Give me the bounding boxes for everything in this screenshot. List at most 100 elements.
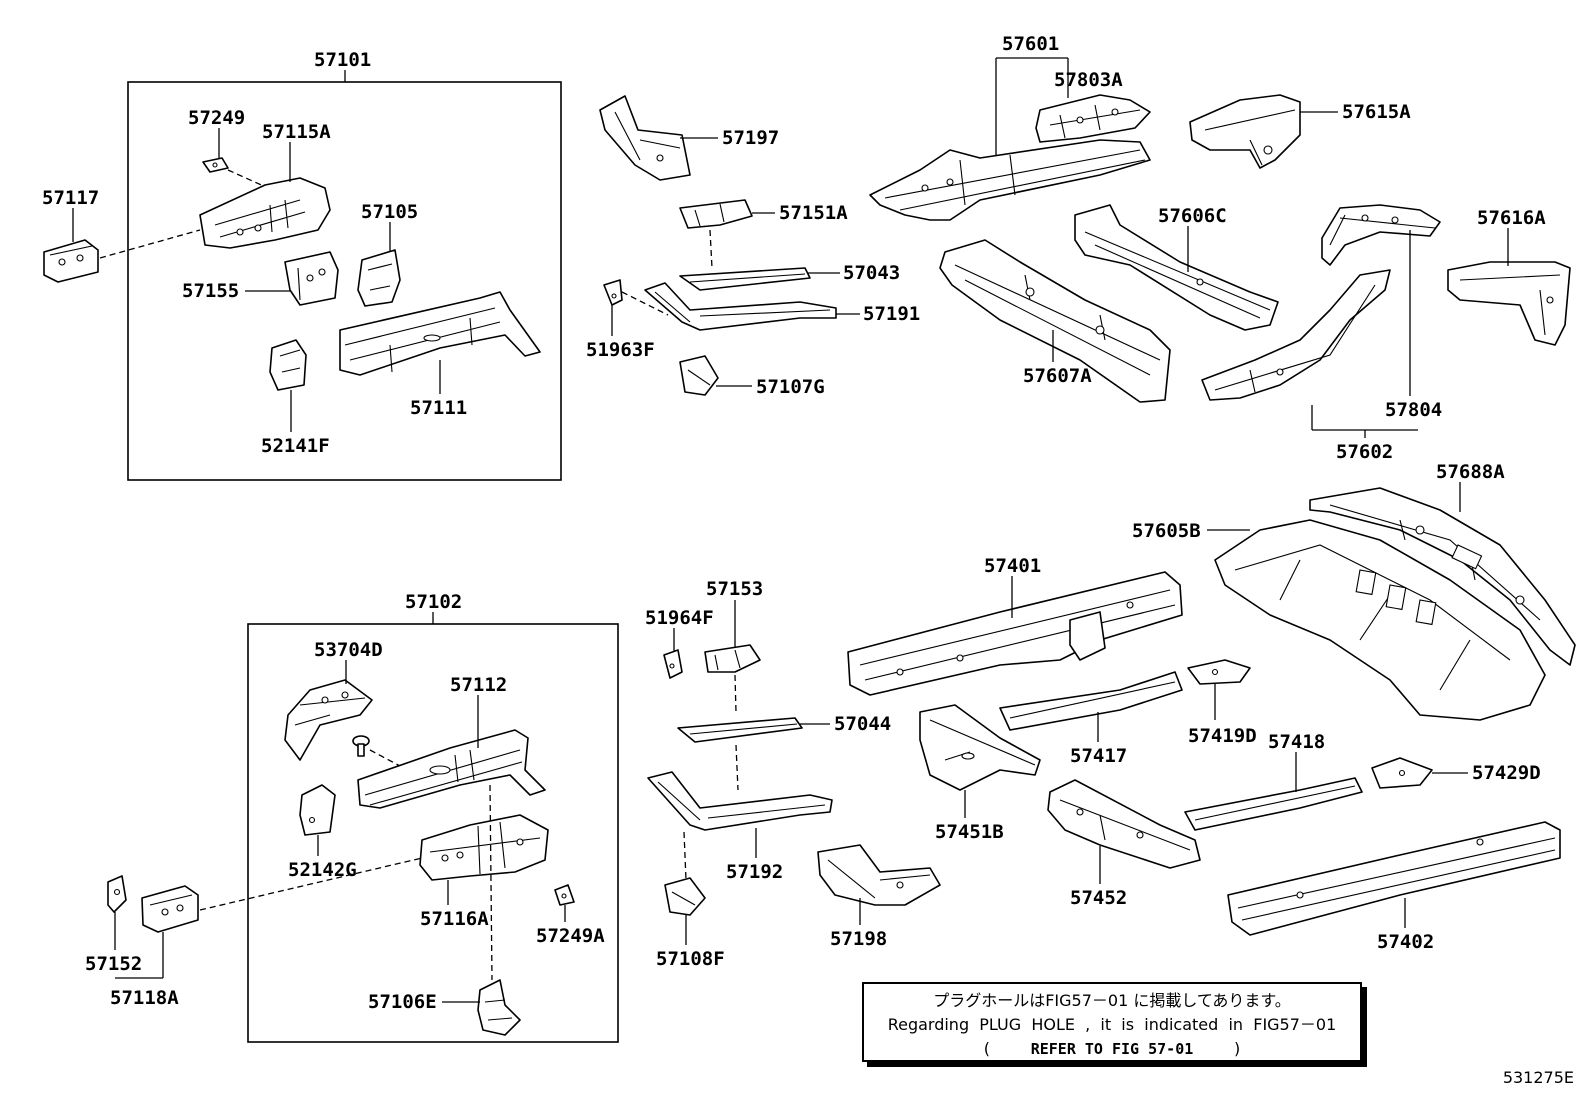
label-52142G: 52142G: [288, 859, 357, 881]
part-57605B: [1214, 519, 1546, 721]
label-57115A: 57115A: [262, 121, 331, 143]
label-51963F: 51963F: [586, 339, 655, 361]
label-57106E: 57106E: [368, 991, 437, 1013]
label-57606C: 57606C: [1158, 205, 1227, 227]
label-57451B: 57451B: [935, 821, 1004, 843]
label-57419D: 57419D: [1188, 725, 1257, 747]
part-57111: [339, 291, 541, 376]
label-57249A: 57249A: [536, 925, 605, 947]
part-57616A: [1447, 261, 1571, 346]
part-57152: [107, 875, 127, 913]
part-57044: [677, 717, 803, 743]
part-57155: [284, 251, 339, 306]
label-57607A: 57607A: [1023, 365, 1092, 387]
part-57429D: [1371, 757, 1433, 789]
part-57115A: [199, 177, 331, 249]
part-57615A: [1189, 94, 1301, 169]
label-57418: 57418: [1268, 731, 1325, 753]
note-reference: ( REFER TO FIG 57-01 ): [864, 1037, 1360, 1061]
part-52142G: [299, 784, 336, 836]
label-57117: 57117: [42, 187, 99, 209]
label-57803A: 57803A: [1054, 69, 1123, 91]
label-57112: 57112: [450, 674, 507, 696]
part-51963F: [603, 279, 623, 306]
label-57601: 57601: [1002, 33, 1059, 55]
part-57602: [1201, 269, 1391, 401]
note-japanese: プラグホールはFIG57－01 に掲載してあります。: [933, 991, 1291, 1010]
label-57044: 57044: [834, 713, 891, 735]
group-box-57102: [247, 623, 619, 1043]
part-52141F: [269, 339, 307, 391]
part-53704D: [284, 679, 373, 761]
figure-code: 531275E: [1502, 1068, 1574, 1087]
label-57429D: 57429D: [1472, 762, 1541, 784]
note-ref-text: REFER TO FIG 57-01: [1030, 1040, 1194, 1058]
part-57688A: [1309, 487, 1576, 666]
part-57107G: [679, 355, 719, 396]
part-57198: [817, 844, 941, 906]
part-57117: [43, 239, 99, 283]
label-57605B: 57605B: [1132, 520, 1201, 542]
label-57602: 57602: [1336, 441, 1393, 463]
label-57452: 57452: [1070, 887, 1127, 909]
part-57601: [869, 139, 1151, 221]
part-57105: [357, 249, 401, 307]
part-57108F: [664, 877, 706, 916]
label-57249: 57249: [188, 107, 245, 129]
label-57151A: 57151A: [779, 202, 848, 224]
note-box: プラグホールはFIG57－01 に掲載してあります。 Regarding PLU…: [862, 982, 1362, 1062]
label-57043: 57043: [843, 262, 900, 284]
label-57804: 57804: [1385, 399, 1442, 421]
part-57606C: [1074, 204, 1279, 331]
part-57191: [644, 282, 837, 331]
part-57804: [1321, 204, 1441, 266]
label-57688A: 57688A: [1436, 461, 1505, 483]
label-57402: 57402: [1377, 931, 1434, 953]
part-57116A: [419, 814, 549, 881]
part-57043: [679, 267, 811, 291]
part-57417: [999, 671, 1183, 731]
label-57401: 57401: [984, 555, 1041, 577]
part-57153: [704, 644, 761, 673]
label-57616A: 57616A: [1477, 207, 1546, 229]
part-57803A: [1035, 94, 1151, 143]
part-57452: [1047, 779, 1201, 869]
part-57118A: [141, 885, 199, 933]
part-57192: [647, 771, 833, 831]
part-51964F: [663, 649, 683, 679]
label-57105: 57105: [361, 201, 418, 223]
part-57106E: [477, 979, 521, 1036]
label-57198: 57198: [830, 928, 887, 950]
label-57197: 57197: [722, 127, 779, 149]
label-57111: 57111: [410, 397, 467, 419]
label-57152: 57152: [85, 953, 142, 975]
label-53704D: 53704D: [314, 639, 383, 661]
part-57249A: [554, 884, 575, 906]
part-57418: [1184, 777, 1363, 831]
label-57101: 57101: [314, 49, 371, 71]
note-paren-open: (: [983, 1039, 991, 1058]
part-57451B: [919, 704, 1041, 791]
label-57153: 57153: [706, 578, 763, 600]
label-57108F: 57108F: [656, 948, 725, 970]
label-51964F: 51964F: [645, 607, 714, 629]
part-57112: [357, 729, 546, 809]
part-57197: [599, 95, 691, 181]
label-52141F: 52141F: [261, 435, 330, 457]
label-57155: 57155: [182, 280, 239, 302]
part-57607A: [939, 239, 1171, 403]
label-57107G: 57107G: [756, 376, 825, 398]
part-bolt: [352, 735, 370, 757]
label-57417: 57417: [1070, 745, 1127, 767]
label-57118A: 57118A: [110, 987, 179, 1009]
label-57191: 57191: [863, 303, 920, 325]
part-57249: [202, 157, 229, 173]
label-57615A: 57615A: [1342, 101, 1411, 123]
label-57102: 57102: [405, 591, 462, 613]
note-english: Regarding PLUG HOLE , it is indicated in…: [887, 1015, 1337, 1034]
part-57151A: [679, 199, 753, 229]
label-57116A: 57116A: [420, 908, 489, 930]
part-57419D: [1187, 659, 1251, 685]
part-57402: [1227, 821, 1561, 936]
